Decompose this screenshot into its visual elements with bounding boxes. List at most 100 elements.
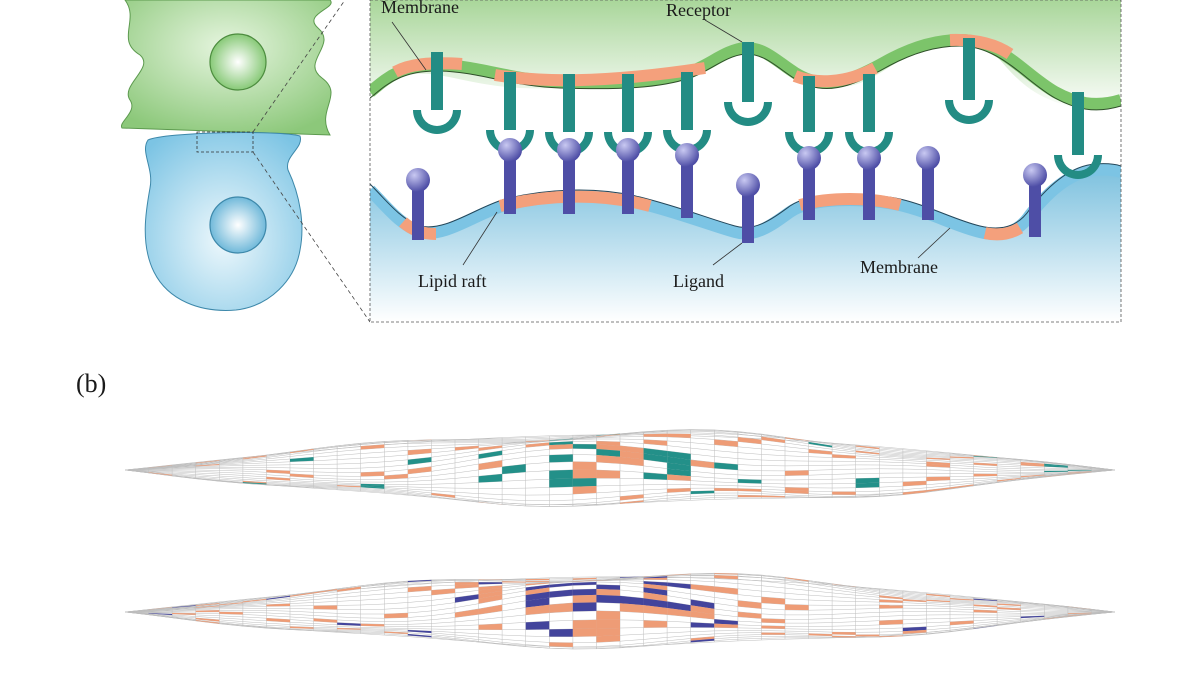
surface-patch — [643, 620, 668, 628]
surface-patch — [549, 589, 573, 598]
surface-patch — [596, 448, 620, 457]
surface-patch — [549, 642, 573, 647]
surface-patches — [148, 433, 1092, 505]
surface-patch — [973, 455, 998, 458]
zoom-guide-top — [252, 0, 346, 133]
surface-patch — [643, 587, 668, 596]
surface-patch — [572, 619, 597, 629]
surface-patch — [525, 584, 550, 591]
ligand-head — [1023, 163, 1047, 187]
receptor-cup — [785, 132, 833, 156]
receptors — [413, 38, 1102, 179]
surface-patch — [478, 450, 503, 459]
surface-patch — [761, 625, 785, 629]
surface-patch — [525, 442, 550, 448]
surface-patch — [572, 478, 597, 487]
surface-patch — [1067, 606, 1092, 610]
surface-bottom — [124, 572, 1116, 650]
surface-patch — [572, 588, 597, 596]
surface-patch — [525, 597, 550, 608]
surface-patch — [667, 462, 691, 472]
surface-patch — [219, 602, 243, 606]
receptor-cup — [663, 130, 711, 154]
ligand-head — [498, 138, 522, 162]
surface-patch — [478, 582, 503, 585]
surface-patch — [1067, 612, 1092, 615]
surface-patch — [879, 635, 903, 638]
surface-patch — [290, 457, 314, 462]
surface-patch — [172, 605, 196, 608]
surface-patch — [902, 626, 927, 632]
surface-patch — [242, 482, 267, 485]
surface-patch — [572, 602, 597, 612]
surface-patch — [596, 434, 620, 437]
surface-patch — [195, 620, 220, 624]
surface-patch — [502, 581, 526, 583]
surface-patch — [242, 454, 267, 459]
surface-patch — [620, 456, 644, 466]
surface-patch — [690, 622, 715, 628]
surface-patch — [737, 488, 762, 492]
surface-patch — [690, 599, 715, 609]
wireframe-mesh — [124, 429, 1116, 507]
surface-patch — [643, 448, 668, 457]
surface-patch — [973, 598, 998, 601]
surface-patch — [195, 620, 220, 624]
surface-patch — [360, 486, 385, 489]
surface-patch — [549, 469, 573, 480]
surface-patch — [855, 445, 880, 450]
surface-patch — [596, 470, 620, 479]
surface-patch — [148, 607, 173, 610]
surface-patch — [478, 502, 503, 505]
surface-patch — [596, 610, 620, 620]
surface-patch — [737, 437, 762, 444]
leader-receptor — [704, 19, 743, 43]
surface-patch — [761, 495, 785, 498]
ligand-stem — [412, 180, 424, 240]
surface-patch — [290, 473, 314, 478]
surface-patch — [973, 462, 998, 466]
surface-patch — [1044, 465, 1068, 468]
surface-patch — [455, 608, 479, 618]
surface-patch — [596, 619, 620, 629]
surface-patch — [643, 472, 668, 480]
surface-patch — [761, 632, 785, 635]
surface-patch — [195, 617, 220, 622]
surface-patch — [902, 491, 927, 495]
surface-patch — [855, 450, 880, 455]
ligand-stem — [742, 185, 754, 243]
ligand-stem — [563, 150, 575, 214]
surface-patch — [950, 598, 974, 601]
surface-patch — [950, 456, 974, 459]
surface-patch — [643, 605, 668, 615]
surface-patch — [1067, 472, 1092, 475]
surface-patch — [690, 638, 715, 643]
ligand-head — [857, 146, 881, 170]
surface-patch — [478, 590, 503, 599]
zoom-guide-bottom — [252, 151, 371, 323]
surface-patch — [926, 457, 950, 460]
surface-patch — [549, 444, 573, 450]
surface-patch — [667, 582, 691, 589]
surface-patch — [667, 573, 691, 576]
surface-patch — [360, 485, 385, 488]
surface-patch — [242, 480, 267, 484]
surface-patch — [407, 579, 432, 582]
surface-patch — [926, 487, 950, 492]
surface-patch — [690, 459, 715, 469]
surface-patch — [690, 584, 715, 592]
surface-patch — [643, 575, 668, 577]
receptor-cup — [845, 132, 893, 156]
surface-patch — [1020, 474, 1045, 478]
surface-patch — [455, 594, 479, 603]
surface-patch — [879, 599, 903, 603]
surface-patch — [714, 573, 738, 575]
surface-patch — [525, 578, 550, 581]
receptor-stem — [1072, 92, 1084, 155]
surface-patch — [549, 602, 573, 613]
ligand-head — [736, 173, 760, 197]
surface-patch — [902, 490, 927, 495]
surface-patch — [525, 582, 550, 586]
surface-patch — [266, 469, 290, 474]
